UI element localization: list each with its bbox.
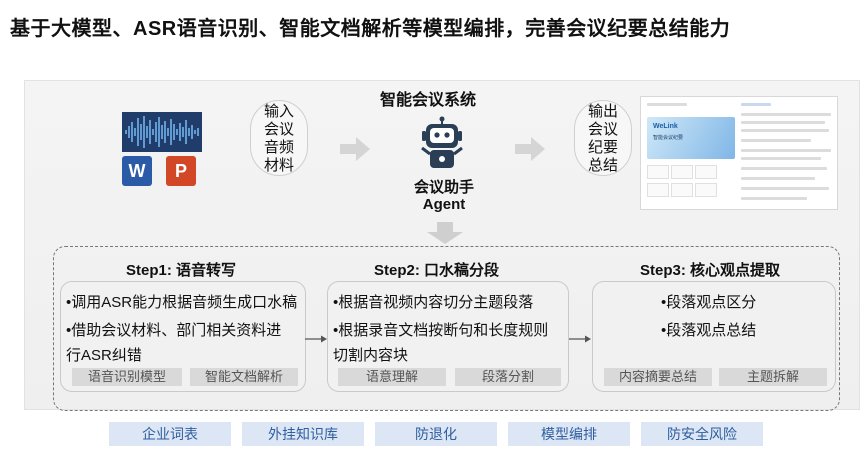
input-label-line: 输入 — [251, 103, 307, 121]
step2-tag: 段落分割 — [455, 368, 561, 386]
step-connector-arrow-icon — [569, 334, 591, 344]
step2-tag: 语意理解 — [338, 368, 446, 386]
capability-tag: 外挂知识库 — [242, 422, 364, 446]
output-label-line: 总结 — [575, 157, 631, 175]
flow-arrow-right-icon — [340, 137, 370, 161]
screenshot-line — [741, 149, 831, 152]
screenshot-line — [741, 197, 807, 200]
powerpoint-icon: P — [166, 156, 196, 186]
step3-tag: 内容摘要总结 — [604, 368, 712, 386]
audio-waveform-icon — [122, 112, 202, 152]
input-label-line: 材料 — [251, 157, 307, 175]
step2-bullet: 切割内容块 — [333, 346, 408, 365]
screenshot-hero-subtitle: 智能会议纪要 — [653, 134, 683, 141]
step-connector-arrow-icon — [305, 334, 327, 344]
screenshot-line — [741, 187, 829, 190]
capability-tag: 模型编排 — [508, 422, 630, 446]
screenshot-card — [695, 183, 717, 197]
flow-arrow-right-icon — [515, 137, 545, 161]
step2-title: Step2: 口水稿分段 — [374, 259, 499, 280]
screenshot-line — [741, 121, 825, 124]
capability-tag: 防安全风险 — [641, 422, 763, 446]
step1-title: Step1: 语音转写 — [126, 259, 236, 280]
agent-name: 会议助手 — [406, 176, 482, 197]
output-label-line: 输出 — [575, 103, 631, 121]
agent-subtitle: Agent — [406, 196, 482, 213]
capability-tag: 防退化 — [375, 422, 497, 446]
step1-tag: 智能文档解析 — [190, 368, 298, 386]
input-label: 输入 会议 音频 材料 — [250, 100, 308, 176]
system-title: 智能会议系统 — [380, 86, 476, 110]
step3-tag: 主题拆解 — [719, 368, 827, 386]
output-label-line: 会议 — [575, 121, 631, 139]
headline: 基于大模型、ASR语音识别、智能文档解析等模型编排，完善会议纪要总结能力 — [10, 12, 730, 41]
step1-bullet: •调用ASR能力根据音频生成口水稿 — [66, 293, 297, 312]
step3-bullet: •段落观点总结 — [661, 321, 756, 340]
word-document-icon: W — [122, 156, 152, 186]
step1-tag: 语音识别模型 — [72, 368, 182, 386]
screenshot-card — [695, 165, 717, 179]
screenshot-line — [741, 103, 771, 106]
step3-title: Step3: 核心观点提取 — [640, 259, 780, 280]
input-label-line: 音频 — [251, 139, 307, 157]
screenshot-line — [741, 167, 827, 170]
screenshot-line — [741, 113, 831, 116]
screenshot-card — [671, 183, 693, 197]
step3-bullet: •段落观点区分 — [661, 293, 756, 312]
screenshot-line — [647, 103, 687, 106]
screenshot-hero-title: WeLink — [653, 123, 678, 130]
screenshot-line — [741, 139, 811, 142]
minutes-screenshot: WeLink 智能会议纪要 — [640, 96, 838, 210]
flow-arrow-down-icon — [425, 222, 465, 244]
screenshot-card — [671, 165, 693, 179]
step1-bullet: •借助会议材料、部门相关资料进 — [66, 321, 281, 340]
robot-icon — [420, 116, 464, 172]
capability-tag: 企业词表 — [109, 422, 231, 446]
screenshot-card — [647, 183, 669, 197]
screenshot-line — [741, 129, 829, 132]
screenshot-card — [647, 165, 669, 179]
output-label-line: 纪要 — [575, 139, 631, 157]
step2-bullet: •根据音视频内容切分主题段落 — [333, 293, 533, 312]
screenshot-line — [741, 157, 821, 160]
input-label-line: 会议 — [251, 121, 307, 139]
screenshot-line — [741, 177, 815, 180]
output-label: 输出 会议 纪要 总结 — [574, 100, 632, 176]
step2-bullet: •根据录音文档按断句和长度规则 — [333, 321, 548, 340]
screenshot-hero-image: WeLink 智能会议纪要 — [647, 117, 735, 159]
step1-bullet: 行ASR纠错 — [66, 346, 142, 365]
